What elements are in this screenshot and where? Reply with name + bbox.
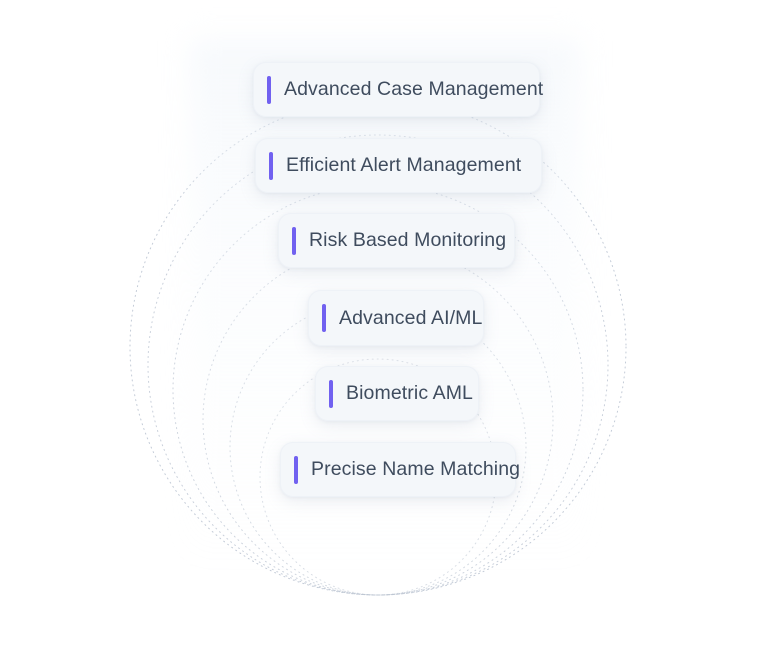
feature-card-label: Advanced Case Management bbox=[284, 78, 544, 100]
feature-card[interactable]: Biometric AML bbox=[315, 366, 479, 421]
feature-card[interactable]: Risk Based Monitoring bbox=[278, 213, 515, 268]
accent-bar-icon bbox=[267, 75, 271, 104]
feature-card-label: Advanced AI/ML bbox=[339, 306, 483, 329]
feature-card-label: Risk Based Monitoring bbox=[309, 229, 507, 251]
accent-bar-icon bbox=[322, 304, 326, 332]
accent-bar-icon bbox=[292, 226, 296, 255]
feature-card-label: Precise Name Matching bbox=[311, 458, 521, 480]
feature-card[interactable]: Advanced AI/ML bbox=[308, 290, 484, 346]
accent-bar-icon bbox=[294, 455, 298, 484]
feature-card[interactable]: Advanced Case Management bbox=[253, 62, 544, 117]
accent-bar-icon bbox=[269, 151, 273, 180]
feature-card-label: Biometric AML bbox=[346, 382, 474, 404]
dotted-ring-2 bbox=[147, 134, 609, 596]
feature-card[interactable]: Efficient Alert Management bbox=[255, 138, 542, 193]
feature-card-label: Efficient Alert Management bbox=[286, 154, 522, 176]
feature-card[interactable]: Precise Name Matching bbox=[280, 442, 520, 497]
accent-bar-icon bbox=[329, 379, 333, 408]
